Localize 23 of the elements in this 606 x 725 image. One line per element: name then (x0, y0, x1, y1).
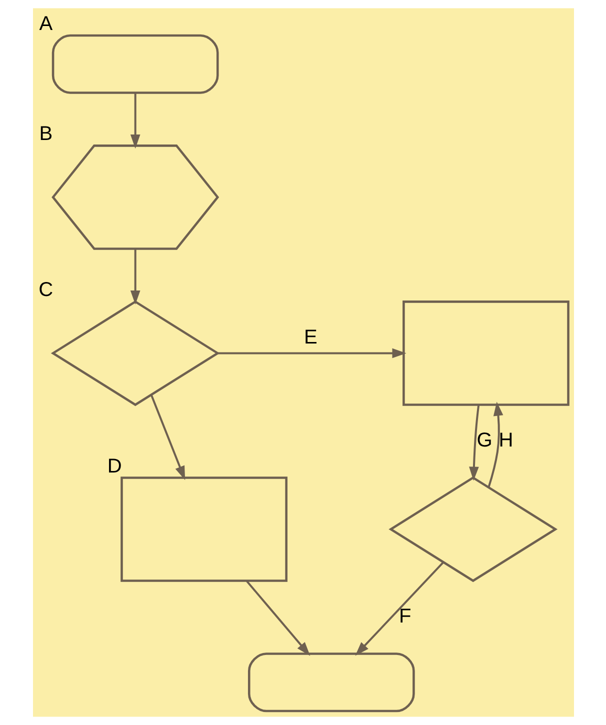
arrow (246, 580, 310, 656)
node-box (120, 476, 287, 582)
edge-label: G (476, 430, 492, 452)
node-label: C (38, 279, 53, 302)
arrow (130, 93, 140, 149)
arrow (487, 402, 503, 488)
node-label: D (106, 455, 122, 478)
node-terminal (51, 34, 218, 94)
edge-label: H (498, 430, 513, 452)
node-label: A (38, 13, 52, 36)
node-hexagon (51, 144, 219, 250)
arrow (354, 561, 444, 656)
node-box (402, 300, 569, 406)
node-label: B (38, 123, 52, 146)
node-terminal (247, 652, 414, 712)
arrow (150, 394, 185, 480)
arrow (468, 404, 480, 481)
node-diamond (388, 476, 558, 582)
node-diamond (50, 300, 220, 406)
edge-label: F (398, 606, 411, 628)
arrow (130, 248, 140, 305)
arrow (217, 348, 406, 358)
edge-label: E (303, 326, 317, 348)
